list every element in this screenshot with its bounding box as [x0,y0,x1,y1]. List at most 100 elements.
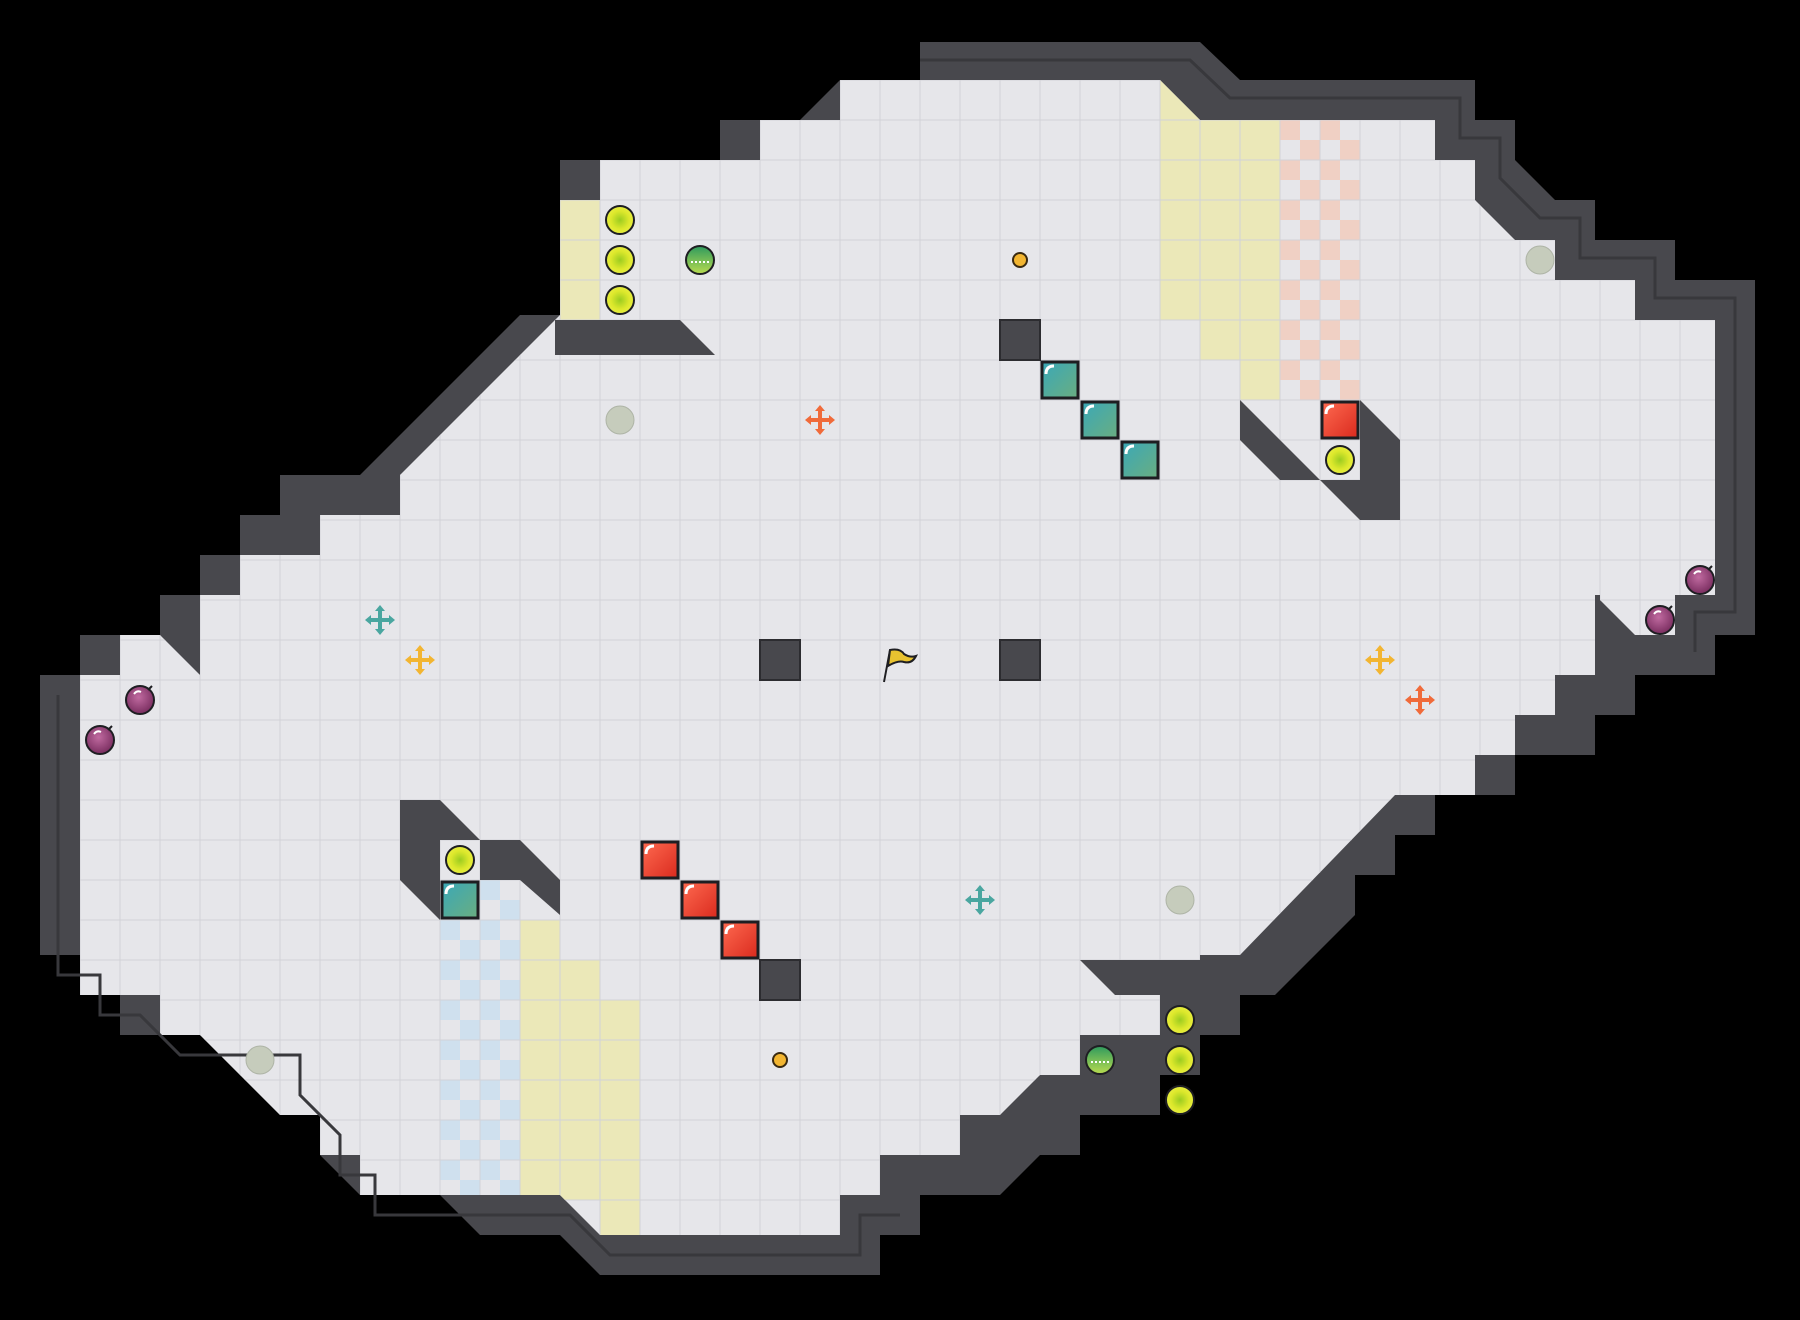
pink-checker-zone [1300,140,1320,160]
yellow-zone [600,1000,640,1235]
red-crate-icon[interactable] [1320,400,1360,440]
wall-edge-line [56,695,900,1257]
wall-block [999,319,1041,361]
wall-ledge-bottom-right [1080,960,1240,995]
pink-checker-zone [1320,280,1340,300]
pink-checker-zone [1340,300,1360,320]
pink-checker-zone [1280,360,1300,380]
green-ball-icon[interactable] [1165,1085,1195,1115]
blue-checker-zone [460,1100,480,1120]
blue-checker-zone [480,1160,500,1180]
pink-checker-zone [1320,160,1340,180]
blue-checker-zone [500,1180,520,1200]
coin-dot-icon[interactable] [1012,252,1028,268]
teal-crate-icon[interactable] [440,880,480,920]
wall-edge-line [920,58,1737,652]
blue-checker-zone [480,1000,500,1020]
pink-checker-zone [1340,340,1360,360]
move-arrows-gold-icon[interactable] [405,645,435,675]
pink-checker-zone [1320,320,1340,340]
blue-checker-zone [440,1040,460,1060]
blue-checker-zone [500,1020,520,1040]
blue-checker-zone [460,980,480,1000]
pink-checker-zone [1340,140,1360,160]
green-ball-icon[interactable] [1165,1005,1195,1035]
pink-checker-zone [1300,300,1320,320]
pink-checker-zone [1280,200,1300,220]
yellow-zone [520,920,560,1200]
pink-checker-zone [1300,180,1320,200]
pink-checker-zone [1300,220,1320,240]
blue-checker-zone [480,1120,500,1140]
striped-ball-icon[interactable] [1085,1045,1115,1075]
blue-checker-zone [500,1060,520,1080]
blue-checker-zone [440,1080,460,1100]
pink-checker-zone [1320,200,1340,220]
red-crate-icon[interactable] [640,840,680,880]
yellow-zone [1240,120,1280,400]
move-arrows-orange-icon[interactable] [1405,685,1435,715]
move-arrows-gold-icon[interactable] [1365,645,1395,675]
pink-checker-zone [1280,320,1300,340]
bomb-icon[interactable] [1685,565,1715,595]
pink-checker-zone [1300,260,1320,280]
blue-checker-zone [460,1060,480,1080]
blue-checker-zone [480,1040,500,1060]
red-crate-icon[interactable] [680,880,720,920]
wall-block [759,959,801,1001]
green-ball-icon[interactable] [1325,445,1355,475]
blue-checker-zone [460,940,480,960]
striped-ball-icon[interactable] [685,245,715,275]
bomb-icon[interactable] [1645,605,1675,635]
blue-checker-zone [480,880,500,900]
wall-wedge-left-3 [400,880,440,920]
green-ball-icon[interactable] [605,205,635,235]
move-arrows-teal-icon[interactable] [365,605,395,635]
wall-wedge-left [400,800,480,880]
blue-checker-zone [500,1100,520,1120]
wall-ledge-top-left [555,320,715,355]
blue-checker-zone [460,1180,480,1200]
blue-checker-zone [500,980,520,1000]
blue-checker-zone [480,920,500,940]
move-arrows-orange-icon[interactable] [805,405,835,435]
teal-crate-icon[interactable] [1120,440,1160,480]
wall-wedge-right-2 [1320,400,1400,520]
red-crate-icon[interactable] [720,920,760,960]
teal-crate-icon[interactable] [1040,360,1080,400]
pink-checker-zone [1280,240,1300,260]
blue-checker-zone [500,940,520,960]
blue-checker-zone [480,1080,500,1100]
green-ball-icon[interactable] [1165,1045,1195,1075]
move-arrows-teal-icon[interactable] [965,885,995,915]
blue-checker-zone [500,1140,520,1160]
blue-checker-zone [460,1140,480,1160]
pink-checker-zone [1300,380,1320,400]
blue-checker-zone [500,900,520,920]
wall-block [759,639,801,681]
green-ball-icon[interactable] [445,845,475,875]
pink-checker-zone [1280,280,1300,300]
teal-crate-icon[interactable] [1080,400,1120,440]
target-spot-icon [245,1045,275,1075]
pink-checker-zone [1320,120,1340,140]
pink-checker-zone [1280,120,1300,140]
blue-checker-zone [440,920,460,940]
target-spot-icon [605,405,635,435]
wall-wedge-left-2 [480,840,560,915]
goal-flag-icon[interactable] [883,648,918,683]
wall-block [999,639,1041,681]
bomb-icon[interactable] [85,725,115,755]
blue-checker-zone [440,1160,460,1180]
blue-checker-zone [440,1000,460,1020]
blue-checker-zone [440,960,460,980]
bomb-icon[interactable] [125,685,155,715]
blue-checker-zone [460,1020,480,1040]
green-ball-icon[interactable] [605,245,635,275]
target-spot-icon [1525,245,1555,275]
yellow-zone [560,200,600,320]
coin-dot-icon[interactable] [772,1052,788,1068]
pink-checker-zone [1300,340,1320,360]
green-ball-icon[interactable] [605,285,635,315]
